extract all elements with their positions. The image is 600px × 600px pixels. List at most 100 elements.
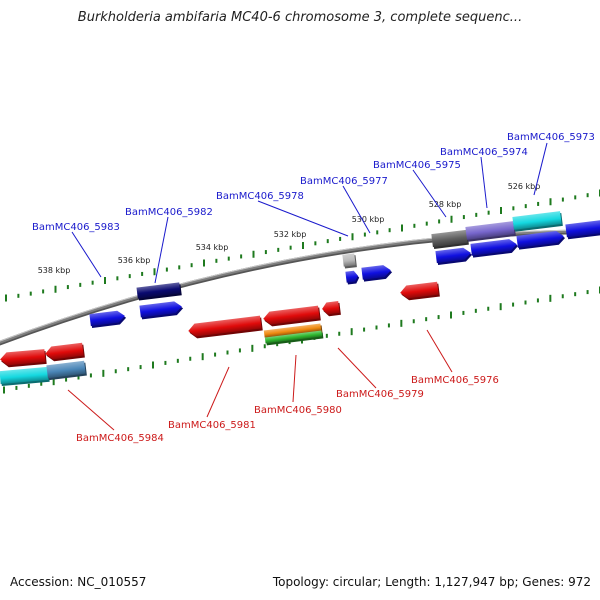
chromosome-backbone <box>0 229 600 344</box>
tick-mark-upper <box>586 193 589 198</box>
tick-mark-lower <box>549 294 552 302</box>
tick-mark-lower <box>139 365 142 370</box>
scale-label: 536 kbp <box>118 256 151 265</box>
gene-blue <box>361 265 391 280</box>
gene-label-bammc406_5977: BamMC406_5977 <box>300 176 388 187</box>
gene-feature <box>400 281 440 301</box>
tick-mark-upper <box>314 241 317 246</box>
gene-feature <box>263 305 321 327</box>
tick-mark-upper <box>450 215 453 223</box>
tick-mark-lower <box>77 375 80 380</box>
tick-mark-lower <box>325 333 328 338</box>
tick-mark-lower <box>425 317 428 322</box>
gene-feature <box>565 219 600 240</box>
leader-line <box>337 347 377 389</box>
tick-mark-upper <box>116 276 119 281</box>
gene-feature <box>0 366 50 386</box>
tick-mark-lower <box>512 302 515 307</box>
gene-label-bammc406_5982: BamMC406_5982 <box>125 207 213 218</box>
tick-mark-lower <box>474 308 477 313</box>
tick-mark-lower <box>201 353 204 361</box>
tick-mark-lower <box>27 383 30 388</box>
gene-feature <box>188 315 263 339</box>
scale-label: 528 kbp <box>429 200 462 209</box>
tick-mark-upper <box>413 223 416 228</box>
tick-mark-lower <box>238 348 241 353</box>
tick-mark-upper <box>487 210 490 215</box>
gene-label-bammc406_5981: BamMC406_5981 <box>168 420 256 431</box>
tick-mark-lower <box>263 344 266 349</box>
tick-mark-lower <box>574 292 577 297</box>
tick-mark-upper <box>302 242 304 249</box>
tick-mark-upper <box>363 232 366 237</box>
tick-mark-upper <box>178 265 181 270</box>
tick-mark-upper <box>326 239 329 244</box>
tick-mark-lower <box>387 323 390 328</box>
tick-mark-upper <box>153 268 156 276</box>
leader-line <box>154 216 169 284</box>
gene-label-bammc406_5975: BamMC406_5975 <box>373 160 461 171</box>
gene-feature <box>46 360 87 381</box>
tick-mark-upper <box>462 215 465 220</box>
tick-mark-lower <box>499 303 502 311</box>
gene-feature <box>361 265 393 282</box>
tick-mark-upper <box>252 250 255 258</box>
gene-light-gray <box>342 253 356 267</box>
tick-mark-upper <box>29 291 32 296</box>
tick-mark-upper <box>475 212 478 217</box>
leader-line <box>206 366 230 418</box>
tick-mark-lower <box>114 369 117 374</box>
leader-line <box>342 185 371 234</box>
gene-slate <box>465 221 515 240</box>
gene-feature <box>512 211 563 232</box>
gene-feature <box>45 342 85 362</box>
gene-red <box>322 301 340 315</box>
topology-label: Topology: circular; Length: 1,127,947 bp… <box>272 575 591 589</box>
gene-feature <box>470 239 519 258</box>
tick-mark-upper <box>104 277 106 284</box>
tick-mark-lower <box>127 367 130 372</box>
gene-blue <box>470 239 517 256</box>
gene-red <box>45 342 84 360</box>
leader-line <box>426 329 453 373</box>
tick-mark-upper <box>42 289 45 294</box>
gene-feature <box>342 253 357 269</box>
tick-mark-upper <box>17 293 20 298</box>
scale-label: 532 kbp <box>274 230 307 239</box>
gene-steel <box>46 360 86 379</box>
tick-mark-upper <box>227 256 230 261</box>
gene-blue <box>516 231 564 248</box>
tick-mark-upper <box>5 294 7 302</box>
tick-mark-lower <box>189 356 192 361</box>
map-title: Burkholderia ambifaria MC40-6 chromosome… <box>77 10 523 25</box>
tick-mark-lower <box>226 350 229 355</box>
tick-mark-upper <box>339 236 342 241</box>
gene-feature <box>264 330 324 346</box>
tick-mark-upper <box>264 250 267 255</box>
tick-mark-lower <box>152 361 154 369</box>
leader-line <box>71 231 102 278</box>
tick-mark-lower <box>400 319 403 327</box>
leader-line <box>67 389 115 431</box>
gene-label-bammc406_5979: BamMC406_5979 <box>336 389 424 400</box>
gene-red <box>263 305 320 325</box>
gene-red <box>400 281 439 299</box>
accession-label: Accession: NC_010557 <box>10 575 147 589</box>
tick-mark-lower <box>214 352 217 357</box>
gene-label-bammc406_5973: BamMC406_5973 <box>507 132 595 143</box>
gene-green <box>264 330 323 344</box>
tick-mark-lower <box>338 331 341 336</box>
tick-mark-lower <box>450 311 452 319</box>
gene-feature <box>431 229 469 249</box>
gene-blue <box>565 219 600 238</box>
tick-mark-upper <box>401 224 403 232</box>
tick-mark-lower <box>561 294 564 299</box>
gene-dark-gray <box>431 229 468 248</box>
tick-mark-lower <box>524 300 527 305</box>
gene-blue <box>345 270 358 283</box>
tick-mark-upper <box>277 247 280 252</box>
tick-mark-lower <box>586 290 589 295</box>
gene-cyan <box>512 211 562 230</box>
tick-mark-upper <box>512 206 515 211</box>
